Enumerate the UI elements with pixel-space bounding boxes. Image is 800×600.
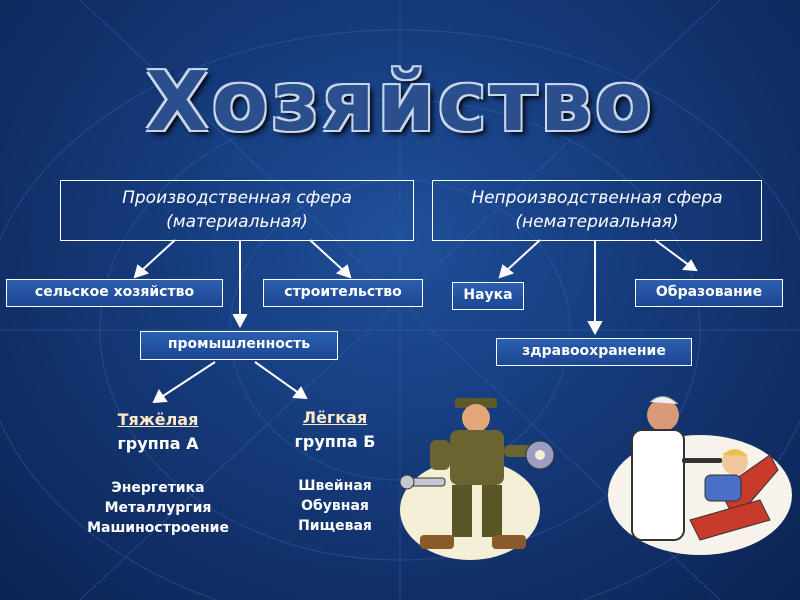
nonproduction-sphere-label: Непроизводственная сфера	[471, 188, 723, 208]
heavy-group-list: Энергетика Металлургия Машиностроение	[60, 478, 256, 538]
list-item: Швейная	[298, 478, 372, 494]
page-title: Хозяйство	[145, 55, 655, 150]
dentist-with-patient-icon	[608, 396, 792, 555]
category-education: Образование	[635, 279, 783, 307]
category-industry: промышленность	[140, 331, 338, 360]
worker-with-wrench-icon	[399, 398, 555, 560]
arrow-to-agriculture	[139, 239, 176, 273]
production-sphere-box: Производственная сфера (материальная)	[60, 180, 414, 241]
list-item: Обувная	[301, 498, 369, 514]
arrow-to-light	[254, 361, 301, 395]
list-item: Пищевая	[298, 518, 372, 534]
heavy-group-title: Тяжёлая	[117, 410, 199, 429]
nonproduction-sphere-note: (нематериальная)	[515, 212, 679, 232]
light-group-list: Швейная Обувная Пищевая	[270, 476, 400, 536]
list-item: Металлургия	[104, 500, 212, 516]
category-science: Наука	[452, 282, 524, 310]
light-group-subtitle: группа Б	[294, 432, 376, 451]
category-construction: строительство	[263, 279, 423, 307]
heavy-group-heading: Тяжёлая группа А	[88, 408, 228, 456]
heavy-group-subtitle: группа А	[117, 434, 199, 453]
production-sphere-note: (материальная)	[166, 212, 308, 232]
light-group-heading: Лёгкая группа Б	[268, 406, 402, 454]
arrow-to-science	[504, 239, 541, 273]
list-item: Энергетика	[111, 480, 205, 496]
light-group-title: Лёгкая	[302, 408, 368, 427]
list-item: Машиностроение	[87, 520, 229, 536]
nonproduction-sphere-box: Непроизводственная сфера (нематериальная…	[432, 180, 762, 241]
arrow-to-education	[654, 239, 691, 267]
connector-arrows	[133, 239, 698, 404]
production-sphere-label: Производственная сфера	[122, 188, 352, 208]
category-agriculture: сельское хозяйство	[6, 279, 223, 307]
arrow-to-construction	[309, 239, 346, 273]
category-healthcare: здравоохранение	[496, 338, 692, 366]
arrow-to-heavy	[159, 361, 216, 399]
